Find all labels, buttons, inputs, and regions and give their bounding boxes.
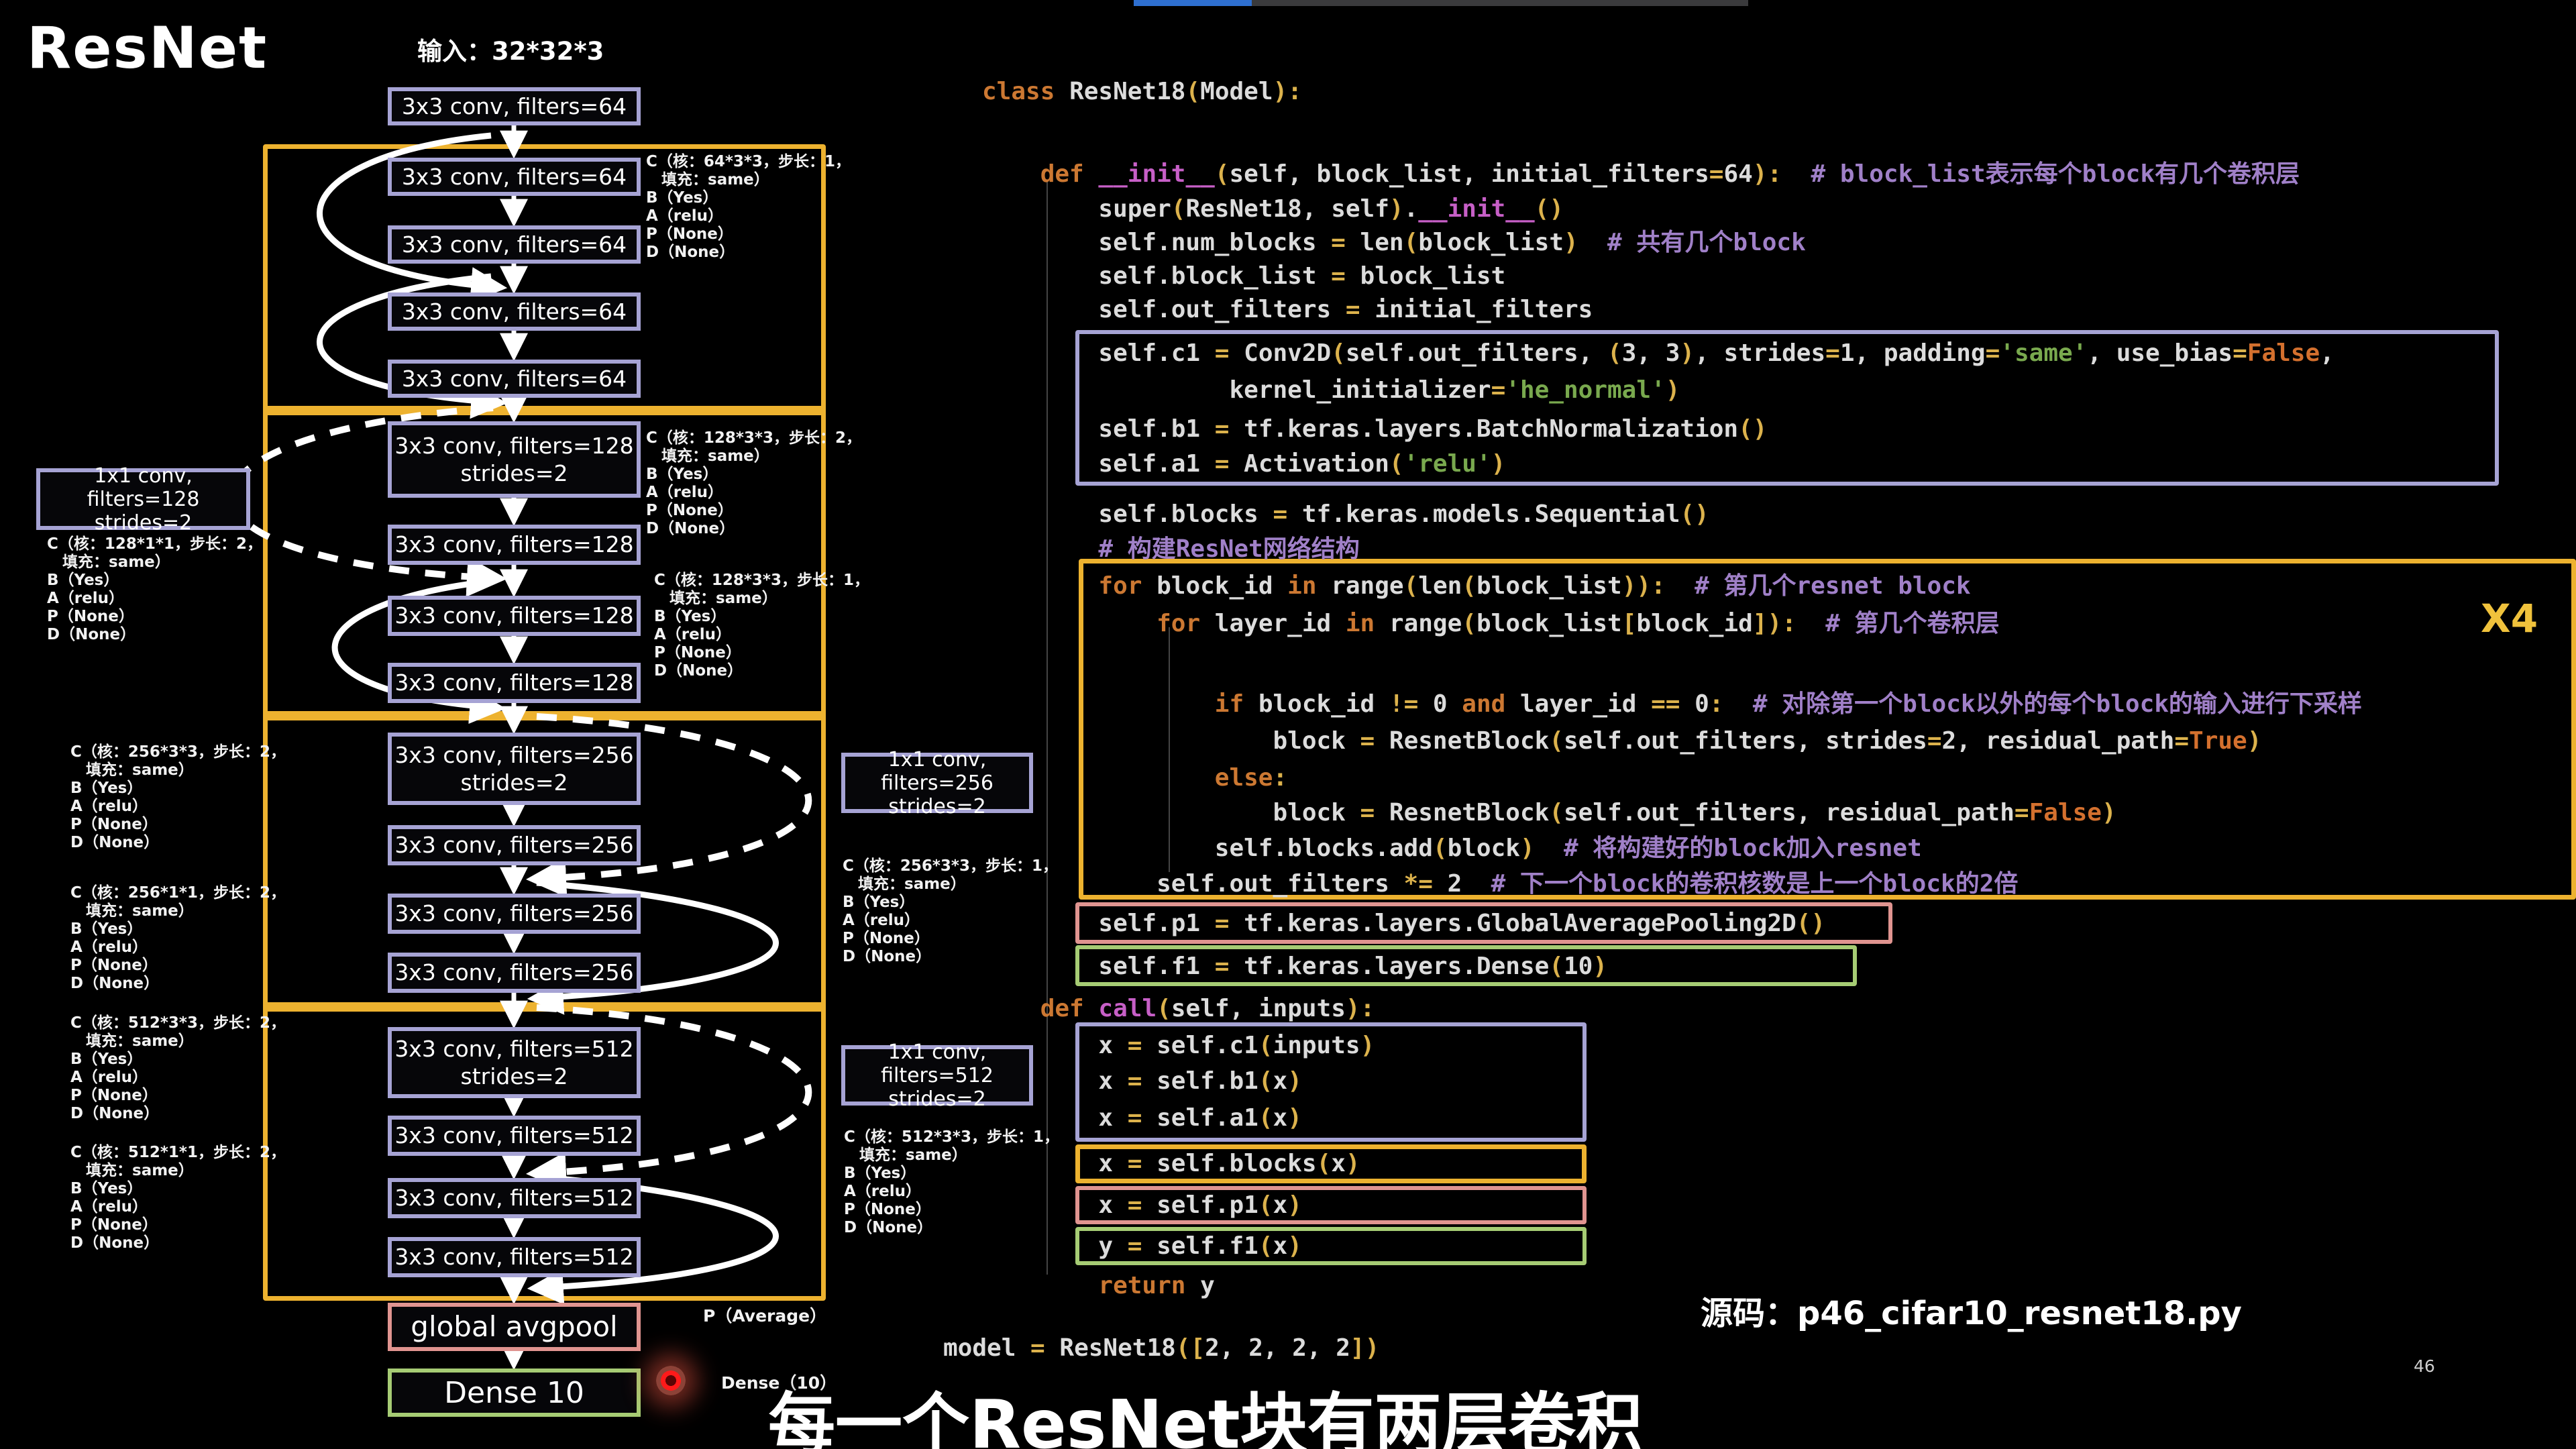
conv-box: 3x3 conv, filters=128 bbox=[388, 596, 641, 636]
code-line: self.p1 = tf.keras.layers.GlobalAverageP… bbox=[982, 910, 1826, 937]
conv-box: 3x3 conv, filters=256 bbox=[388, 894, 641, 934]
code-line: class ResNet18(Model): bbox=[982, 78, 1302, 105]
video-progress-played[interactable] bbox=[1134, 0, 1252, 6]
conv-box: 3x3 conv, filters=512 bbox=[388, 1237, 641, 1277]
layer-annotation: C（核：256*3*3，步长：2， 填充：same）B（Yes）A（relu）P… bbox=[70, 743, 286, 851]
conv-box: 3x3 conv, filters=64 bbox=[388, 158, 641, 196]
residual-group-box bbox=[263, 144, 826, 415]
code-line: block = ResnetBlock(self.out_filters, re… bbox=[982, 799, 2116, 826]
code-highlight-box bbox=[1075, 1144, 1587, 1183]
layer-annotation: C（核：64*3*3，步长：1， 填充：same）B（Yes）A（relu）P（… bbox=[646, 153, 851, 261]
code-line: self.a1 = Activation('relu') bbox=[982, 450, 1506, 478]
laser-pointer-dot bbox=[656, 1366, 686, 1395]
conv-box: 3x3 conv, filters=128 bbox=[388, 525, 641, 565]
code-line: self.num_blocks = len(block_list) # 共有几个… bbox=[982, 229, 1806, 256]
code-line: x = self.blocks(x) bbox=[982, 1150, 1360, 1177]
code-line: def __init__(self, block_list, initial_f… bbox=[1040, 160, 2300, 188]
conv-box: 3x3 conv, filters=512 bbox=[388, 1178, 641, 1218]
code-line: for block_id in range(len(block_list)): … bbox=[1098, 572, 1971, 600]
code-highlight-box bbox=[1075, 945, 1857, 986]
code-line: x = self.b1(x) bbox=[982, 1067, 1302, 1095]
code-line: self.out_filters *= 2 # 下一个block的卷积核数是上一… bbox=[982, 870, 2019, 898]
dense-box: Dense 10 bbox=[388, 1368, 641, 1417]
page-number: 46 bbox=[2414, 1356, 2435, 1376]
code-line: def call(self, inputs): bbox=[1040, 995, 1375, 1022]
code-highlight-box bbox=[1079, 559, 2576, 900]
video-progress-track[interactable] bbox=[1252, 0, 1748, 6]
code-line: self.block_list = block_list bbox=[982, 262, 1506, 290]
code-line: if block_id != 0 and layer_id == 0: # 对除… bbox=[1214, 690, 2362, 718]
code-line: x = self.p1(x) bbox=[982, 1191, 1302, 1219]
layer-annotation: C（核：512*3*3，步长：1， 填充：same）B（Yes）A（relu）P… bbox=[844, 1128, 1059, 1236]
code-line: self.blocks.add(block) # 将构建好的block加入res… bbox=[982, 835, 1922, 862]
code-highlight-box bbox=[1075, 330, 2499, 486]
conv-box: 3x3 conv, filters=128 bbox=[388, 663, 641, 703]
source-file-label: 源码：p46_cifar10_resnet18.py bbox=[1701, 1295, 2242, 1332]
indent-guide bbox=[1046, 181, 1048, 1275]
global-avgpool-box: global avgpool bbox=[388, 1303, 641, 1351]
code-highlight-box bbox=[1075, 1186, 1587, 1224]
conv-box: 3x3 conv, filters=256 bbox=[388, 953, 641, 993]
conv-box: 3x3 conv, filters=64 bbox=[388, 292, 641, 331]
code-line: self.out_filters = initial_filters bbox=[982, 296, 1593, 323]
code-line: block = ResnetBlock(self.out_filters, st… bbox=[982, 727, 2262, 755]
conv-box: 3x3 conv, filters=64 bbox=[388, 225, 641, 264]
layer-annotation: C（核：128*1*1，步长：2， 填充：same）B（Yes）A（relu）P… bbox=[47, 535, 262, 643]
code-line: self.c1 = Conv2D(self.out_filters, (3, 3… bbox=[982, 339, 2334, 367]
layer-annotation: C（核：128*3*3，步长：1， 填充：same）B（Yes）A（relu）P… bbox=[654, 572, 869, 680]
dense-note: Dense（10） bbox=[721, 1373, 837, 1393]
code-line: for layer_id in range(block_list[block_i… bbox=[1157, 610, 2000, 637]
code-line: x = self.a1(x) bbox=[982, 1104, 1302, 1132]
input-shape-label: 输入：32*32*3 bbox=[417, 37, 604, 66]
page-title: ResNet bbox=[27, 15, 268, 82]
conv-box: 3x3 conv, filters=512 bbox=[388, 1116, 641, 1156]
code-line: model = ResNet18([2, 2, 2, 2]) bbox=[943, 1334, 1380, 1362]
conv-box: 3x3 conv, filters=64 bbox=[388, 87, 641, 125]
layer-annotation: C（核：256*1*1，步长：2， 填充：same）B（Yes）A（relu）P… bbox=[70, 884, 286, 992]
subtitle-caption: 每一个ResNet块有两层卷积 bbox=[768, 1385, 1643, 1449]
code-line: x = self.c1(inputs) bbox=[982, 1032, 1375, 1059]
code-highlight-box bbox=[1075, 902, 1892, 944]
code-line: kernel_initializer='he_normal') bbox=[982, 376, 1680, 404]
code-line: self.b1 = tf.keras.layers.BatchNormaliza… bbox=[982, 415, 1768, 443]
layer-annotation: C（核：512*1*1，步长：2， 填充：same）B（Yes）A（relu）P… bbox=[70, 1144, 286, 1252]
code-line: else: bbox=[1214, 764, 1288, 792]
conv-box: 3x3 conv, filters=256 bbox=[388, 825, 641, 865]
conv-box: 3x3 conv, filters=64 bbox=[388, 360, 641, 398]
code-line: super(ResNet18, self).__init__() bbox=[982, 195, 1564, 223]
code-line: y = self.f1(x) bbox=[982, 1232, 1302, 1260]
layer-annotation: C（核：128*3*3，步长：2， 填充：same）B（Yes）A（relu）P… bbox=[646, 429, 861, 537]
x4-repeat-label: X4 bbox=[2481, 596, 2538, 641]
layer-annotation: C（核：256*3*3，步长：1， 填充：same）B（Yes）A（relu）P… bbox=[843, 857, 1058, 965]
code-line: self.blocks = tf.keras.models.Sequential… bbox=[982, 500, 1709, 528]
pool-note: P（Average） bbox=[703, 1306, 827, 1326]
code-line: return y bbox=[1098, 1272, 1215, 1299]
layer-annotation: C（核：512*3*3，步长：2， 填充：same）B（Yes）A（relu）P… bbox=[70, 1014, 286, 1122]
indent-guide bbox=[1169, 627, 1170, 872]
code-highlight-box bbox=[1075, 1227, 1587, 1265]
code-highlight-box bbox=[1075, 1022, 1587, 1142]
code-line: self.f1 = tf.keras.layers.Dense(10) bbox=[982, 953, 1608, 980]
code-line: # 构建ResNet网络结构 bbox=[1098, 535, 1360, 563]
